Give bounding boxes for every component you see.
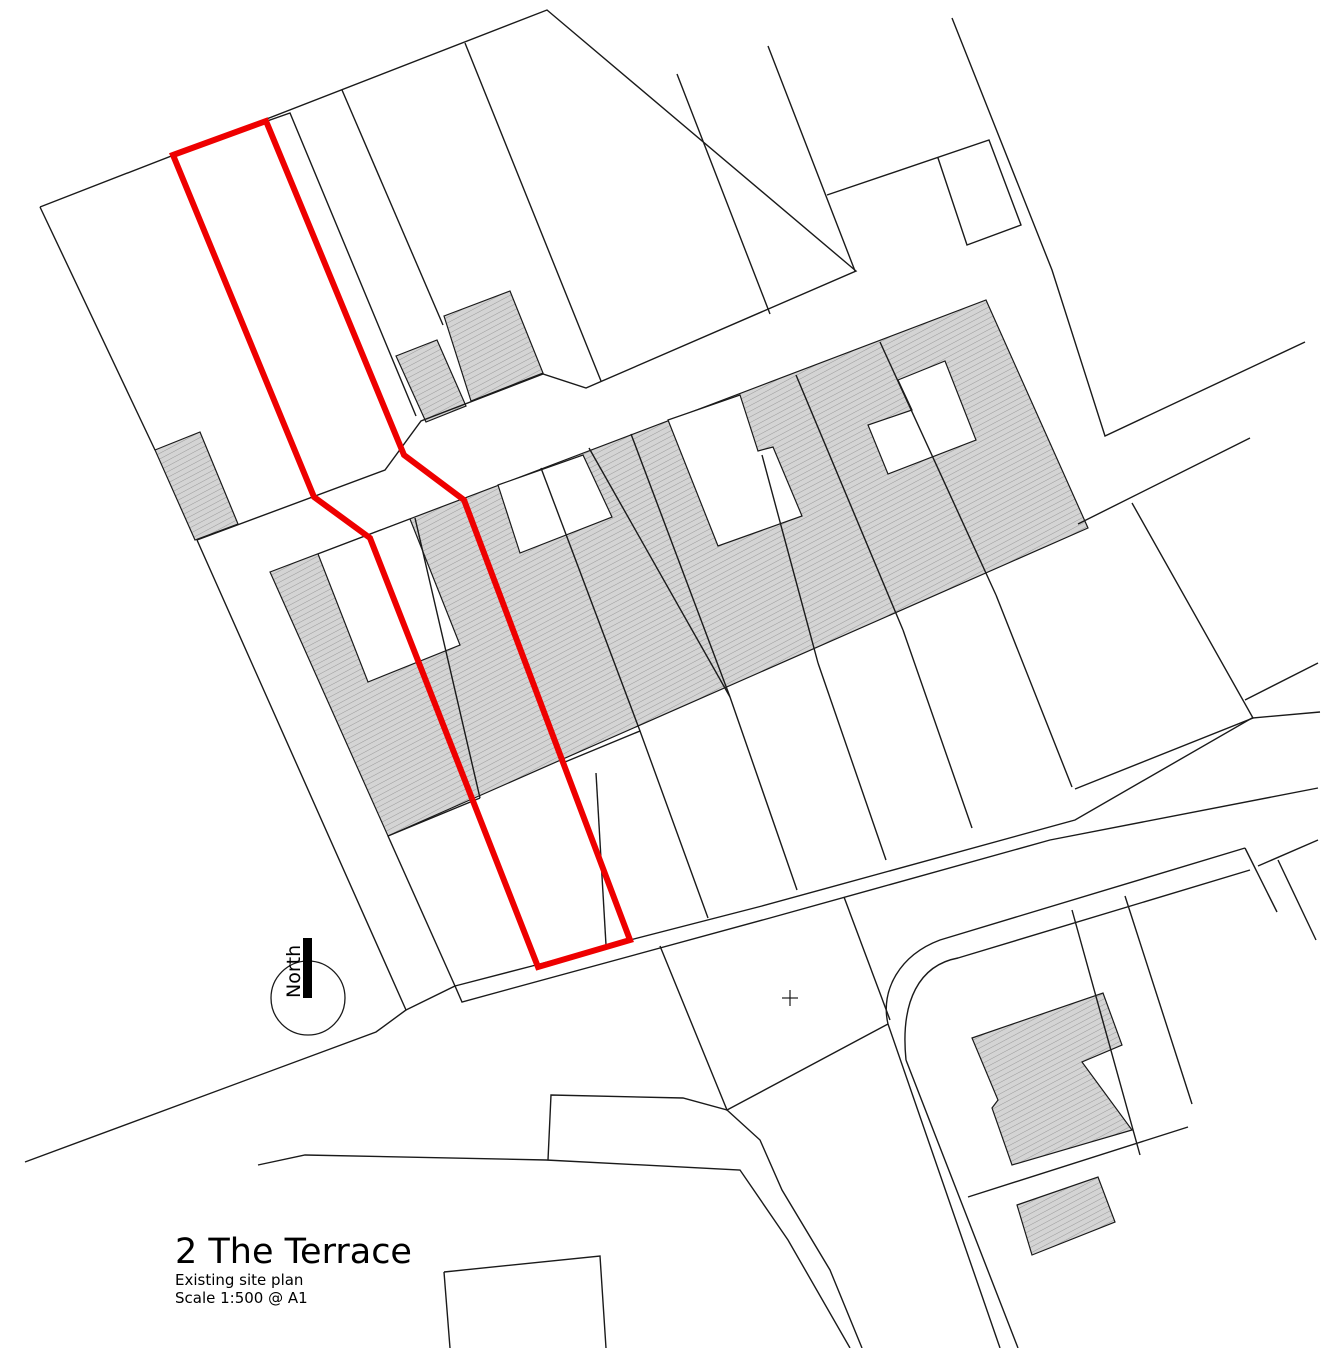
- terrace-courtyard: [667, 394, 803, 547]
- garage-building: [1016, 1176, 1116, 1256]
- house-building: [971, 992, 1133, 1166]
- drawing-title: 2 The Terrace: [175, 1232, 412, 1272]
- outbuilding: [443, 290, 544, 402]
- drawing-subtitle: Existing site plan: [175, 1271, 304, 1289]
- outbuilding: [154, 431, 239, 541]
- plot-linework: [24, 9, 1321, 1348]
- buildings: [154, 290, 1133, 1256]
- terrace-courtyard: [867, 360, 977, 475]
- north-label: North: [283, 945, 305, 998]
- title-block: 2 The Terrace Existing site plan Scale 1…: [175, 1233, 412, 1307]
- north-arrow-icon: North: [270, 938, 346, 1036]
- drawing-scale: Scale 1:500 @ A1: [175, 1289, 308, 1307]
- site-boundary: [169, 117, 634, 971]
- outbuilding: [395, 339, 467, 423]
- crosshair-icon: [782, 990, 798, 1006]
